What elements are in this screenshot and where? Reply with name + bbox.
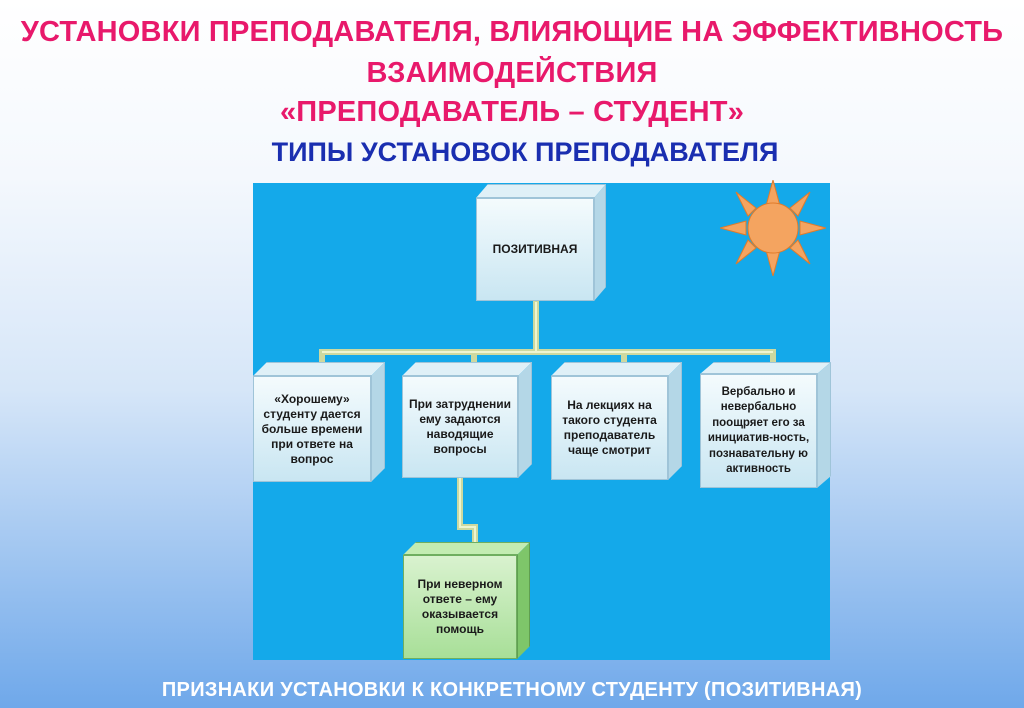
child-box-1: «Хорошему» студенту дается больше времен… — [253, 362, 385, 482]
root-label: ПОЗИТИВНАЯ — [492, 242, 578, 256]
sun-icon — [720, 180, 826, 276]
sub-child-label: При неверном ответе – ему оказывается по… — [417, 577, 503, 636]
child-label-4: Вербально и невербально поощряет его за … — [707, 385, 810, 476]
child-label-3: На лекциях на такого студента преподават… — [562, 398, 657, 457]
child-box-3: На лекциях на такого студента преподават… — [551, 362, 682, 480]
footer-caption: ПРИЗНАКИ УСТАНОВКИ К КОНКРЕТНОМУ СТУДЕНТ… — [161, 679, 863, 701]
title-line-3: «ПРЕПОДАВАТЕЛЬ – СТУДЕНТ» — [279, 96, 745, 128]
child-label-1: «Хорошему» студенту дается больше времен… — [261, 391, 363, 466]
child-label-2: При затруднении ему задаются наводящие в… — [408, 397, 512, 456]
child-box-4: Вербально и невербально поощряет его за … — [700, 362, 831, 488]
root-box: ПОЗИТИВНАЯ — [476, 184, 606, 301]
sub-child-box: При неверном ответе – ему оказывается по… — [403, 542, 530, 659]
title-line-2: ВЗАИМОДЕЙСТВИЯ — [366, 57, 658, 89]
child-box-2: При затруднении ему задаются наводящие в… — [402, 362, 532, 478]
subtitle: ТИПЫ УСТАНОВОК ПРЕПОДАВАТЕЛЯ — [271, 137, 779, 167]
title-line-1: УСТАНОВКИ ПРЕПОДАВАТЕЛЯ, ВЛИЯЮЩИЕ НА ЭФФ… — [20, 16, 1004, 48]
